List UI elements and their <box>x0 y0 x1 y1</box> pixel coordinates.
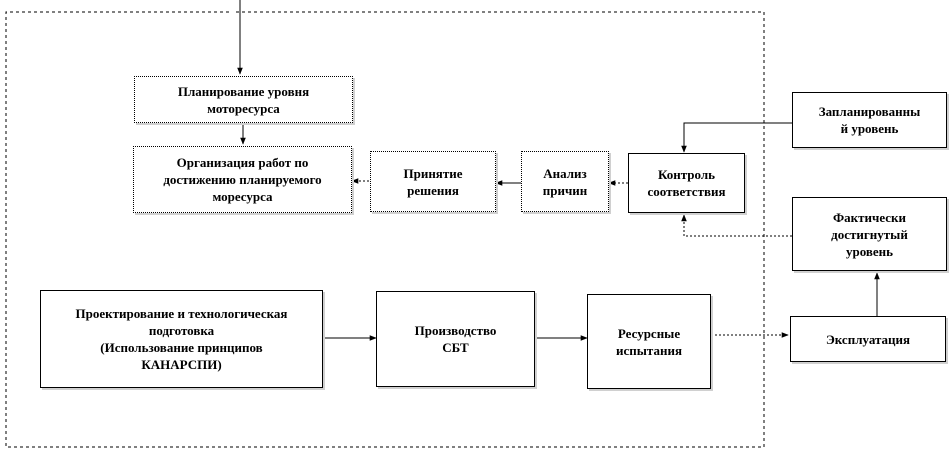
control-box: Контроль соответствия <box>628 153 745 213</box>
arrow-actual-to-control <box>681 214 792 237</box>
planning-box: Планирование уровня моторесурса <box>134 76 353 123</box>
analysis-label: Анализ причин <box>542 165 588 198</box>
production-label: Производство СБТ <box>414 323 497 355</box>
decision-label: Принятие решения <box>403 165 463 198</box>
testing-box: Ресурсные испытания <box>587 294 711 389</box>
enclosure-frame <box>5 11 765 448</box>
arrow-planned-to-control <box>681 122 792 153</box>
control-label: Контроль соответствия <box>647 167 726 199</box>
analysis-box: Анализ причин <box>521 151 609 212</box>
operation-box: Эксплуатация <box>790 316 946 362</box>
organization-box: Организация работ по достижению планируе… <box>133 146 352 213</box>
organization-label: Организация работ по достижению планируе… <box>163 155 322 204</box>
design-box: Проектирование и технологическая подгото… <box>40 290 323 388</box>
decision-box: Принятие решения <box>370 151 496 212</box>
planning-label: Планирование уровня моторесурса <box>177 83 310 116</box>
operation-label: Эксплуатация <box>825 331 911 347</box>
production-box: Производство СБТ <box>376 291 535 387</box>
actual-level-box: Фактически достигнутый уровень <box>792 197 947 271</box>
design-label: Проектирование и технологическая подгото… <box>75 306 288 372</box>
actual-level-label: Фактически достигнутый уровень <box>831 209 908 259</box>
planned-level-box: Запланированны й уровень <box>792 92 947 148</box>
testing-label: Ресурсные испытания <box>616 325 682 358</box>
planned-level-label: Запланированны й уровень <box>818 104 921 136</box>
